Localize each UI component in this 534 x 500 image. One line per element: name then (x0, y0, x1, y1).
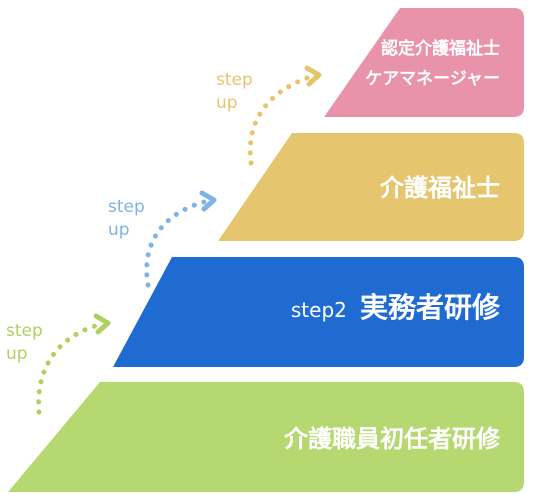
tier-3-shape (218, 133, 524, 241)
tier-2-label: step2 実務者研修 (291, 291, 501, 324)
step-up-1-text-line2: up (6, 344, 28, 364)
tier-4-label-line2: ケアマネージャー (365, 69, 500, 89)
step-up-3-dotted-arrow-icon (247, 73, 316, 166)
tier-4-shape (324, 8, 524, 117)
step-up-1-text-line1: step (6, 321, 43, 341)
step-up-3: step up (216, 65, 322, 166)
step-up-2-text-line2: up (108, 220, 130, 240)
step-up-2-dotted-arrow-icon (144, 198, 211, 288)
step-up-3-text-line2: up (216, 93, 238, 113)
step-up-3-text-line1: step (216, 70, 253, 90)
step-up-2-text-line1: step (108, 197, 145, 217)
tier-2-shape (113, 257, 524, 367)
step-up-1: step up (6, 313, 111, 415)
tier-1-block: 介護職員初任者研修 (8, 382, 524, 492)
tier-4-block: 認定介護福祉士 ケアマネージャー (324, 8, 524, 117)
tier-4-label-line1: 認定介護福祉士 (381, 38, 500, 59)
tier-2-step-prefix: step2 (291, 298, 347, 322)
tier-1-shape (8, 382, 524, 492)
step-up-1-arrowhead-icon (93, 313, 111, 335)
step-up-3-arrowhead-icon (304, 65, 322, 87)
tier-3-block: 介護福祉士 (218, 133, 524, 241)
tier-1-label: 介護職員初任者研修 (283, 425, 501, 453)
tier-2-title: 実務者研修 (360, 291, 501, 324)
step-up-2-arrowhead-icon (199, 190, 217, 212)
step-up-2: step up (108, 190, 217, 288)
tier-2-block: step2 実務者研修 (113, 257, 524, 367)
tier-3-label: 介護福祉士 (379, 174, 500, 202)
